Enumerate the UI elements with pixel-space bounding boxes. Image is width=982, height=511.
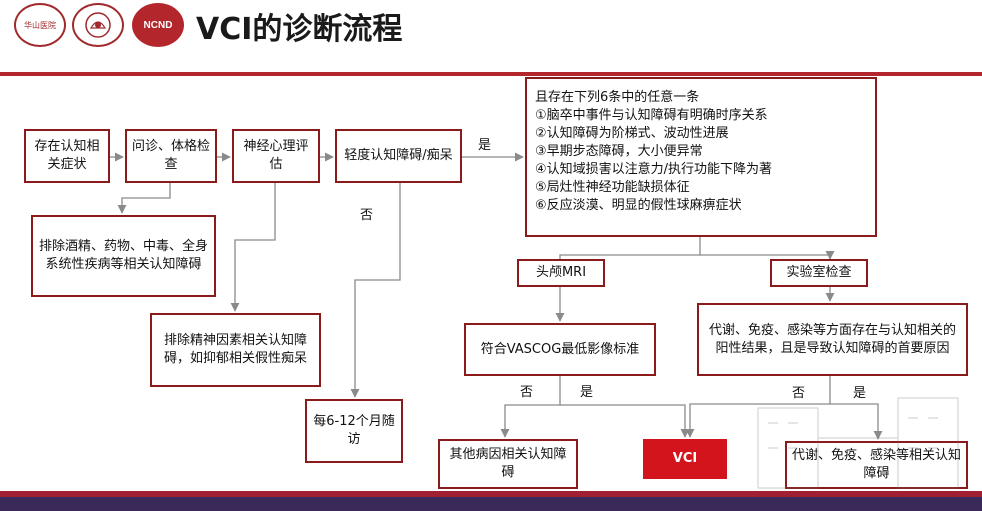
arrow-n4-followup <box>350 183 401 398</box>
criteria-item: ⑤局灶性神经功能缺损体征 <box>535 180 690 195</box>
edge-label-no: 否 <box>520 385 534 400</box>
node-lab: 实验室检查 <box>770 259 868 287</box>
criteria-item: ①脑卒中事件与认知障碍有明确时序关系 <box>535 108 768 123</box>
building-watermark <box>757 397 959 489</box>
arrow-metabolic-vci <box>685 376 831 438</box>
node-mci-dementia: 轻度认知障碍/痴呆 <box>335 129 462 183</box>
edge-label-no: 否 <box>792 386 806 401</box>
criteria-item: ②认知障碍为阶梯式、波动性进展 <box>535 126 729 141</box>
title-divider <box>0 72 982 76</box>
edge-label-yes: 是 <box>580 385 594 400</box>
criteria-item: ④认知域损害以注意力/执行功能下降为著 <box>535 162 773 177</box>
node-exclude-systemic: 排除酒精、药物、中毒、全身系统性疾病等相关认知障碍 <box>31 215 216 297</box>
arrow-criteria-lab <box>700 250 835 260</box>
node-metabolic: 代谢、免疫、感染等方面存在与认知相关的阳性结果，且是导致认知障碍的首要原因 <box>697 303 968 376</box>
node-exclude-psychiatric: 排除精神因素相关认知障碍，如抑郁相关假性痴呆 <box>150 313 321 387</box>
node-criteria: 且存在下列6条中的任意一条 ①脑卒中事件与认知障碍有明确时序关系 ②认知障碍为阶… <box>525 77 877 237</box>
node-other-cause: 其他病因相关认知障碍 <box>438 439 578 489</box>
emblem-logo <box>72 3 124 47</box>
emblem-icon <box>85 12 111 38</box>
criteria-item: ③早期步态障碍，大小便异常 <box>535 144 703 159</box>
university-logo: 华山医院 <box>14 3 66 47</box>
node-followup: 每6-12个月随访 <box>305 399 403 463</box>
arrow-vascog-vci <box>560 404 690 438</box>
node-vci: VCI <box>643 439 727 479</box>
node-neuropsych: 神经心理评估 <box>232 129 320 183</box>
node-vascog: 符合VASCOG最低影像标准 <box>464 323 656 376</box>
node-mri: 头颅MRI <box>517 259 605 287</box>
footer-shadow <box>0 497 982 511</box>
node-symptoms: 存在认知相关症状 <box>24 129 110 183</box>
page-title: VCI的诊断流程 <box>196 12 403 47</box>
logo-text: 华山医院 <box>24 20 56 30</box>
node-history-exam: 问诊、体格检查 <box>125 129 217 183</box>
header: 华山医院 NCND VCI的诊断流程 <box>0 0 982 70</box>
criteria-item: ⑥反应淡漠、明显的假性球麻痹症状 <box>535 198 742 213</box>
node-metabolic-ci: 代谢、免疫、感染等相关认知障碍 <box>785 441 968 489</box>
arrow-n2-exclude1 <box>117 183 171 214</box>
arrow-metabolic-ci <box>830 403 883 440</box>
arrow-vascog-other <box>500 376 561 438</box>
ncnd-logo: NCND <box>132 3 184 47</box>
logo-text: NCND <box>143 19 173 31</box>
edge-label-no: 否 <box>360 208 374 223</box>
footer-bar <box>0 491 982 497</box>
arrow-n3-exclude2 <box>230 183 276 312</box>
criteria-title: 且存在下列6条中的任意一条 <box>535 90 700 105</box>
edge-label-yes: 是 <box>478 138 492 153</box>
edge-label-yes: 是 <box>853 386 867 401</box>
